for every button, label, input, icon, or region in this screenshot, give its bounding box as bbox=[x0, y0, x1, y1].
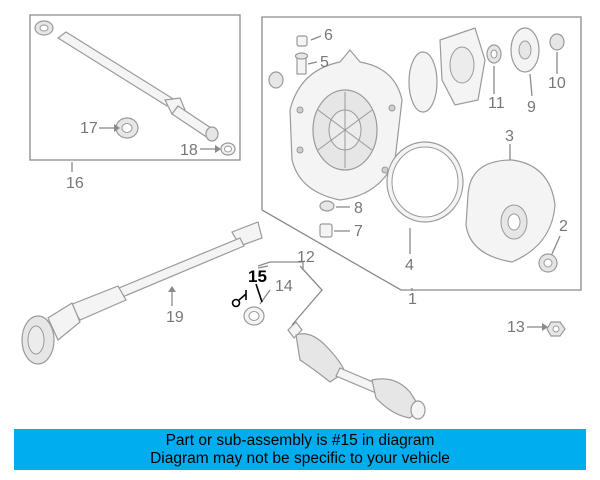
callout-9[interactable]: 9 bbox=[527, 99, 536, 116]
callout-7[interactable]: 7 bbox=[354, 223, 363, 240]
axle-shaft-12: 12 14 15 bbox=[231, 249, 426, 420]
callout-13[interactable]: 13 bbox=[507, 319, 525, 336]
banner-line-1: Part or sub-assembly is #15 in diagram bbox=[165, 432, 435, 449]
callout-8[interactable]: 8 bbox=[354, 200, 363, 217]
highlighted-part-15[interactable] bbox=[231, 283, 263, 308]
panel-16-frame bbox=[29, 14, 241, 161]
vent-cap-6 bbox=[296, 35, 308, 47]
callout-2[interactable]: 2 bbox=[559, 218, 568, 235]
shaft-assembly-panel: 17 18 16 bbox=[29, 14, 241, 192]
callout-15[interactable]: 15 bbox=[248, 267, 267, 286]
callout-18[interactable]: 18 bbox=[180, 142, 198, 159]
callout-11[interactable]: 11 bbox=[488, 95, 505, 112]
info-banner: Part or sub-assembly is #15 in diagram D… bbox=[14, 429, 586, 470]
callout-10[interactable]: 10 bbox=[548, 75, 566, 92]
intermediate-shaft bbox=[56, 31, 177, 107]
callout-5[interactable]: 5 bbox=[320, 54, 329, 71]
o-ring bbox=[408, 51, 438, 113]
callout-3[interactable]: 3 bbox=[505, 128, 514, 145]
callout-6[interactable]: 6 bbox=[324, 27, 333, 44]
banner-line-2: Diagram may not be specific to your vehi… bbox=[150, 450, 450, 467]
panel-1-frame bbox=[261, 16, 582, 291]
callout-14[interactable]: 14 bbox=[275, 278, 293, 295]
callout-16[interactable]: 16 bbox=[66, 175, 84, 192]
callout-19[interactable]: 19 bbox=[166, 309, 184, 326]
callout-4[interactable]: 4 bbox=[405, 257, 414, 274]
bolt-13: 13 bbox=[507, 319, 566, 337]
callout-1[interactable]: 1 bbox=[408, 291, 417, 308]
parts-diagram: 17 18 16 bbox=[21, 14, 582, 420]
seal-8 bbox=[319, 200, 335, 212]
drive-shaft-19: 19 bbox=[21, 221, 263, 365]
callout-17[interactable]: 17 bbox=[80, 120, 98, 137]
callout-12[interactable]: 12 bbox=[297, 249, 315, 266]
differential-panel: 6 5 11 9 10 3 2 4 8 7 1 bbox=[261, 16, 582, 308]
plug-7 bbox=[319, 223, 333, 238]
cap-10 bbox=[549, 33, 565, 51]
